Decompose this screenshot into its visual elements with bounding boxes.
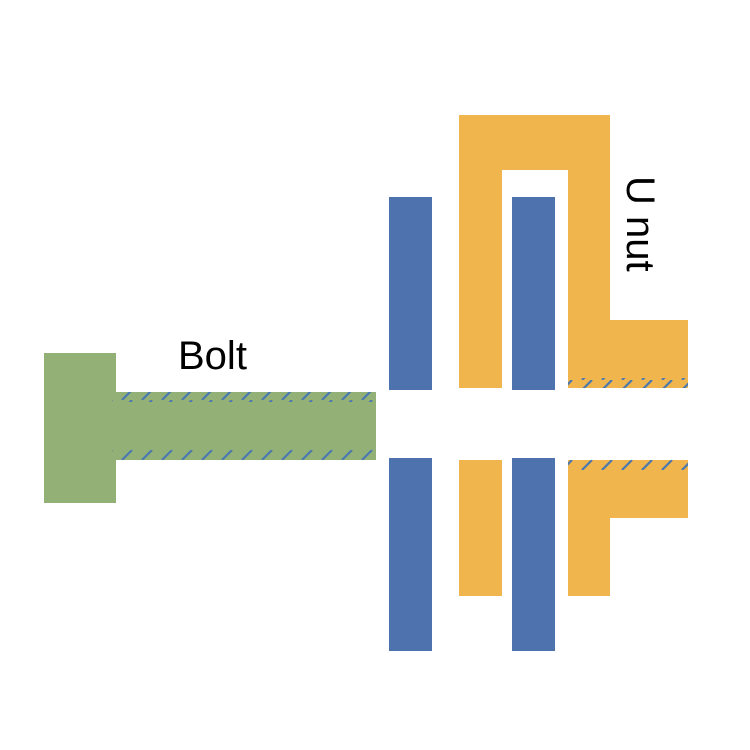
plate-right-lower: [512, 458, 555, 651]
bolt: [44, 353, 376, 503]
plate-left-upper: [389, 197, 432, 390]
plate-left-lower: [389, 458, 432, 651]
u-nut-label: U nut: [618, 176, 662, 272]
plates: [389, 197, 555, 651]
u-nut: [459, 115, 688, 596]
u-nut-lower: [568, 460, 688, 596]
bolt-thread-bottom: [112, 450, 376, 460]
u-nut-thread-lower: [568, 460, 688, 470]
u-nut-lower-inner-leg: [459, 460, 502, 596]
bolt-label: Bolt: [178, 334, 247, 378]
bolt-head: [44, 353, 116, 503]
bolt-thread-top: [112, 392, 376, 402]
u-nut-upper: [459, 115, 688, 388]
bolt-shank: [112, 392, 376, 460]
u-nut-thread-upper: [568, 378, 688, 388]
plate-right-upper: [512, 197, 555, 390]
